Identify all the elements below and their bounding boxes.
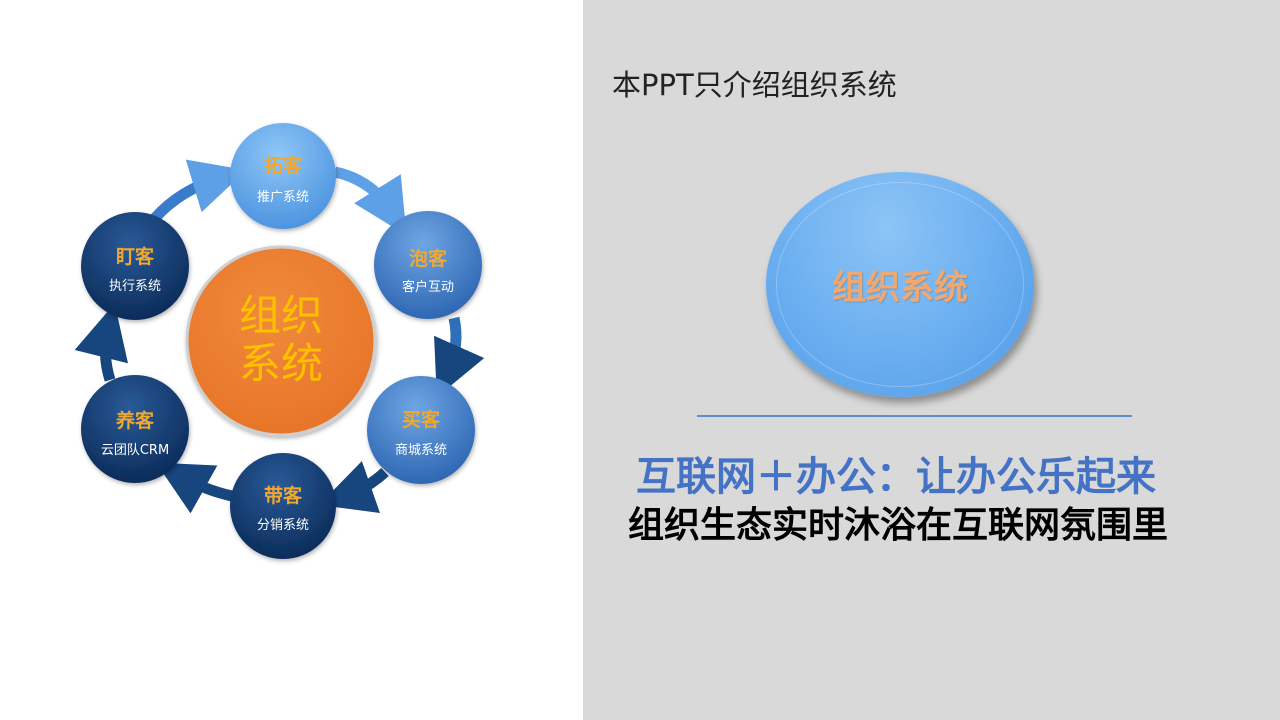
node-daike-title: 带客 xyxy=(263,485,302,507)
node-paoke-subtitle: 客户互动 xyxy=(401,280,454,295)
arrow-dingke-tuoke xyxy=(150,159,247,222)
arrow-tuoke-paoke xyxy=(333,166,407,236)
arrow-maike-daike xyxy=(319,460,389,513)
node-paoke-circle xyxy=(374,211,482,319)
org-system-ellipse xyxy=(766,172,1034,397)
node-yangke-subtitle: 云团队CRM xyxy=(100,443,170,458)
center-label: 组织 系统 xyxy=(201,292,361,388)
node-tuoke-subtitle: 推广系统 xyxy=(256,190,309,205)
node-maike-title: 买客 xyxy=(401,409,440,431)
org-system-label: 组织系统 xyxy=(832,268,968,308)
node-paoke-title: 泡客 xyxy=(408,248,447,270)
node-maike-subtitle: 商城系统 xyxy=(394,443,447,458)
node-yangke-title: 养客 xyxy=(115,410,154,432)
node-daike-circle xyxy=(230,453,336,559)
node-daike-subtitle: 分销系统 xyxy=(256,518,309,533)
org-system-ellipse-ring xyxy=(776,182,1024,387)
node-maike-circle xyxy=(367,376,475,484)
center-circle xyxy=(185,245,377,437)
node-dingke-subtitle: 执行系统 xyxy=(108,279,161,294)
node-dingke-title: 盯客 xyxy=(115,246,154,268)
slogan-line-2: 组织生态实时沐浴在互联网氛围里 xyxy=(628,505,1169,546)
node-yangke-circle xyxy=(81,375,189,483)
arrow-paoke-maike xyxy=(434,316,485,398)
divider-line xyxy=(697,415,1132,417)
node-tuoke-circle xyxy=(230,123,336,229)
node-dingke-circle xyxy=(81,212,189,320)
slide-title: 本PPT只介绍组织系统 xyxy=(612,68,897,102)
center-label-line2: 系统 xyxy=(238,339,323,388)
arrow-daike-yangke xyxy=(156,462,234,514)
slogan-line-1: 互联网＋办公：让办公乐起来 xyxy=(636,454,1156,500)
arrow-yangke-dingke xyxy=(74,303,129,382)
node-tuoke-title: 拓客 xyxy=(263,155,302,177)
cycle-diagram xyxy=(74,123,485,559)
center-label-line1: 组织 xyxy=(238,291,323,340)
